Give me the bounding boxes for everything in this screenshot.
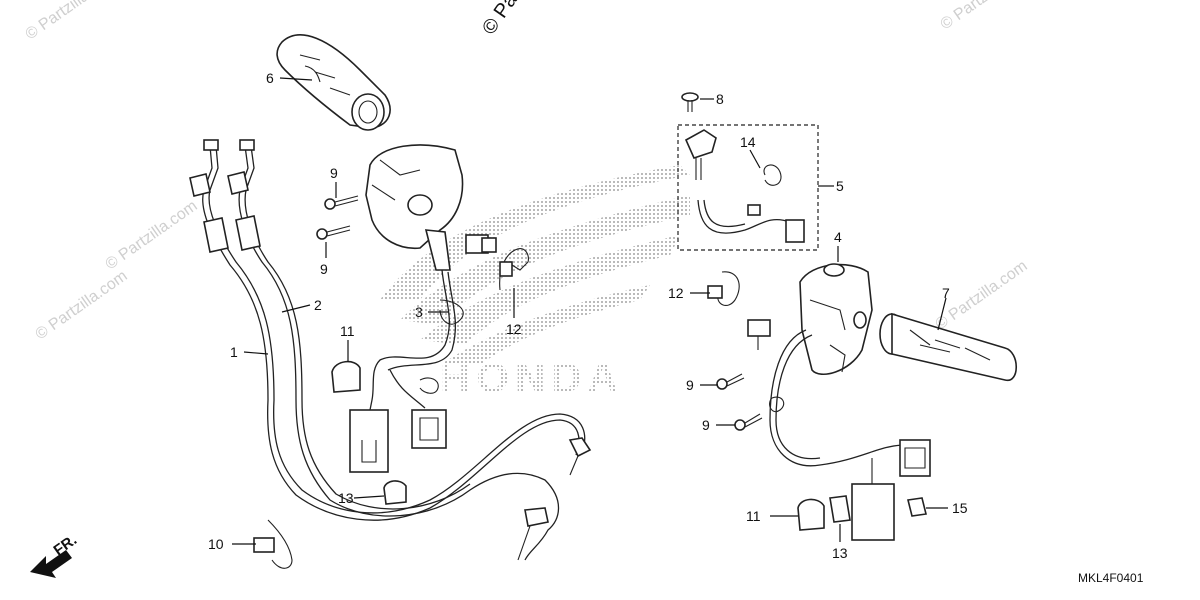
diagram-code: MKL4F0401 — [1078, 571, 1144, 585]
callout-14: 14 — [740, 134, 756, 150]
screw-8 — [681, 92, 699, 112]
callout-15: 15 — [952, 500, 968, 516]
callout-9-c: 9 — [686, 377, 694, 393]
callout-13-left: 13 — [338, 490, 354, 506]
callout-2: 2 — [314, 297, 322, 313]
right-bolts — [716, 373, 763, 431]
callout-labels: 6 2 1 3 12 11 9 9 10 13 8 14 5 4 12 7 9 … — [208, 70, 968, 561]
clamp-13-right — [829, 495, 851, 523]
cable-tie — [253, 519, 293, 569]
callout-11-left: 11 — [340, 323, 355, 339]
callout-13-right: 13 — [832, 545, 848, 561]
callout-9-d: 9 — [702, 417, 710, 433]
honda-wing-logo: HONDA — [380, 165, 690, 401]
left-bolts — [316, 195, 359, 240]
right-grip — [879, 312, 1018, 381]
callout-8: 8 — [716, 91, 724, 107]
callout-4: 4 — [834, 229, 842, 245]
callout-11-right: 11 — [746, 508, 761, 524]
callout-12-left: 12 — [506, 321, 522, 337]
clamp-11-left — [331, 360, 361, 393]
front-arrow-label: FR. — [51, 531, 81, 559]
callout-9-b: 9 — [320, 261, 328, 277]
honda-lettering: HONDA — [440, 354, 624, 401]
watermark: © Partzilla.com — [33, 268, 131, 344]
callout-1: 1 — [230, 344, 238, 360]
callout-7: 7 — [942, 285, 950, 301]
switch-assembly-box — [677, 124, 819, 251]
callout-12-right: 12 — [668, 285, 684, 301]
callout-6: 6 — [266, 70, 274, 86]
callout-5: 5 — [836, 178, 844, 194]
callout-3: 3 — [415, 304, 423, 320]
watermark: © Partzilla.com — [103, 198, 201, 274]
callout-9-a: 9 — [330, 165, 338, 181]
left-switch-housing — [349, 144, 497, 473]
watermark: © Partzilla.com — [938, 0, 1036, 33]
watermark-top: © Pa — [478, 0, 522, 39]
clamp-right — [717, 271, 740, 306]
front-arrow: FR. — [30, 531, 80, 578]
watermark: © Partzilla.com — [23, 0, 121, 43]
left-grip — [276, 34, 391, 131]
clamp-15 — [907, 497, 927, 517]
brake-switch — [684, 129, 805, 243]
clamp-11-right — [797, 498, 825, 531]
clamp-13-left — [383, 480, 407, 505]
leader-lines — [232, 77, 948, 545]
callout-10: 10 — [208, 536, 224, 552]
throttle-cables — [189, 139, 592, 561]
right-switch-housing — [747, 263, 931, 541]
